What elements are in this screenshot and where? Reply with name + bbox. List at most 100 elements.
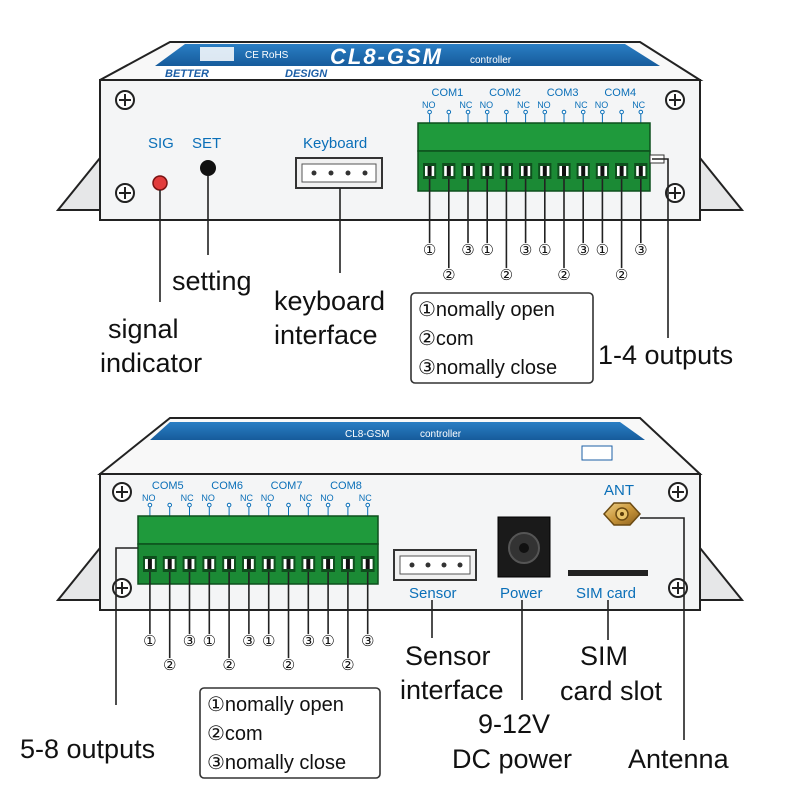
bottom-terminal-screw (242, 556, 256, 572)
bottom-right-mounting-ear (699, 545, 745, 601)
top-legend-item: ②com (418, 328, 474, 350)
bottom-pin-dot (286, 502, 291, 508)
sensor-callout-line1: Sensor (405, 641, 491, 671)
top-no-label: NO (480, 100, 494, 110)
top-pin-dot (523, 109, 528, 115)
bottom-pin-dot (345, 502, 351, 508)
bottom-nc-label: NC (240, 493, 253, 503)
top-pin-dot (427, 109, 432, 115)
top-pin-dot (600, 109, 605, 115)
top-pin-number: ① (423, 242, 436, 259)
bottom-pin-number: ③ (361, 633, 374, 650)
sensor-callout-line2: interface (400, 675, 504, 705)
ant-port-label: ANT (604, 482, 634, 499)
outputs-5-8-callout: 5-8 outputs (20, 734, 155, 764)
top-terminal-screw (557, 163, 571, 179)
top-label-band (155, 44, 660, 66)
bottom-label-band (150, 422, 645, 440)
bottom-pin-number: ① (203, 633, 216, 650)
top-terminal-screw (634, 163, 648, 179)
top-pin-dot (446, 109, 452, 115)
top-com-group-label: COM3 (547, 87, 579, 99)
top-terminal-screw (423, 163, 437, 179)
bottom-product-title: CL8-GSM (345, 429, 389, 440)
bottom-pin-dot (167, 502, 172, 508)
bottom-terminal-screw (182, 556, 197, 572)
top-no-label: NO (537, 100, 551, 110)
bottom-legend-item: ②com (207, 723, 263, 745)
top-pin-number: ② (557, 267, 570, 284)
bottom-terminal-screw (143, 556, 157, 572)
top-marks-text: CE RoHS (245, 50, 289, 61)
antenna-connector (602, 502, 642, 526)
bottom-no-label: NO (201, 493, 215, 503)
top-screw-br (665, 183, 685, 203)
top-brand-right: DESIGN (285, 68, 328, 80)
top-leader-lines (159, 158, 669, 338)
bottom-pin-dot (266, 502, 272, 508)
top-pin-dot (580, 109, 586, 115)
bottom-pin-number: ① (143, 633, 156, 650)
bottom-com-group-label: COM5 (152, 480, 184, 492)
bottom-no-label: NO (261, 493, 275, 503)
bottom-no-label: NO (142, 493, 156, 503)
bottom-pin-number: ② (163, 657, 176, 674)
bottom-pin-number: ③ (302, 633, 315, 650)
outputs-1-4-callout: 1-4 outputs (598, 340, 733, 370)
bottom-nc-label: NC (181, 493, 194, 503)
bottom-band-sticker (581, 445, 613, 461)
top-pin-number: ③ (634, 242, 647, 259)
top-terminal-screw (538, 163, 552, 179)
bottom-pin-dot (226, 502, 232, 508)
sim-port-label: SIM card (576, 585, 636, 602)
bottom-terminal-screw (321, 556, 335, 572)
keyboard-port-label: Keyboard (303, 135, 367, 152)
bottom-pin-dot (246, 502, 252, 508)
bottom-com-group-label: COM6 (211, 480, 243, 492)
bottom-screw-br (668, 578, 688, 598)
bottom-screw-tr (668, 482, 688, 502)
bottom-terminal-screw (202, 556, 217, 572)
top-legend-item: ③nomally close (418, 357, 557, 379)
top-terminal-screw (576, 163, 590, 179)
top-screw-tr (665, 90, 685, 110)
bottom-terminal-screw (162, 556, 177, 572)
keyboard-callout-line2: interface (274, 320, 378, 350)
bottom-legend-item: ③nomally close (207, 752, 346, 774)
top-pin-number: ② (442, 267, 455, 284)
bottom-screw-tl (112, 482, 132, 502)
top-brand-left: BETTER (165, 68, 209, 80)
top-pin-number: ③ (461, 242, 474, 259)
top-screw-tl (115, 90, 135, 110)
antenna-callout: Antenna (628, 744, 730, 774)
bottom-pin-leaders (149, 572, 369, 658)
top-terminal-screw (595, 163, 609, 179)
bottom-pin-number: ② (341, 657, 354, 674)
bottom-terminal-screw (222, 556, 236, 572)
top-pin-number: ③ (519, 242, 532, 259)
top-pin-number: ① (480, 242, 493, 259)
top-pin-number: ③ (576, 242, 589, 259)
top-right-mounting-ear (699, 155, 745, 211)
bottom-pin-dot (306, 502, 311, 508)
top-no-label: NO (595, 100, 609, 110)
top-pin-dot (504, 109, 509, 115)
top-nc-label: NC (575, 100, 588, 110)
bottom-com-group-label: COM8 (330, 480, 362, 492)
bottom-com-group-label: COM7 (271, 480, 303, 492)
bottom-legend-item: ①nomally open (207, 694, 344, 716)
bottom-product-sub: controller (420, 429, 462, 440)
sim-callout-line1: SIM (580, 641, 628, 671)
sensor-connector (393, 549, 477, 581)
top-product-title: CL8-GSM (330, 44, 443, 69)
top-pin-number: ② (615, 267, 628, 284)
top-terminal-screw (461, 163, 475, 179)
bottom-pin-number: ① (262, 633, 275, 650)
set-button[interactable] (200, 160, 216, 176)
top-legend-item: ①nomally open (418, 299, 555, 321)
